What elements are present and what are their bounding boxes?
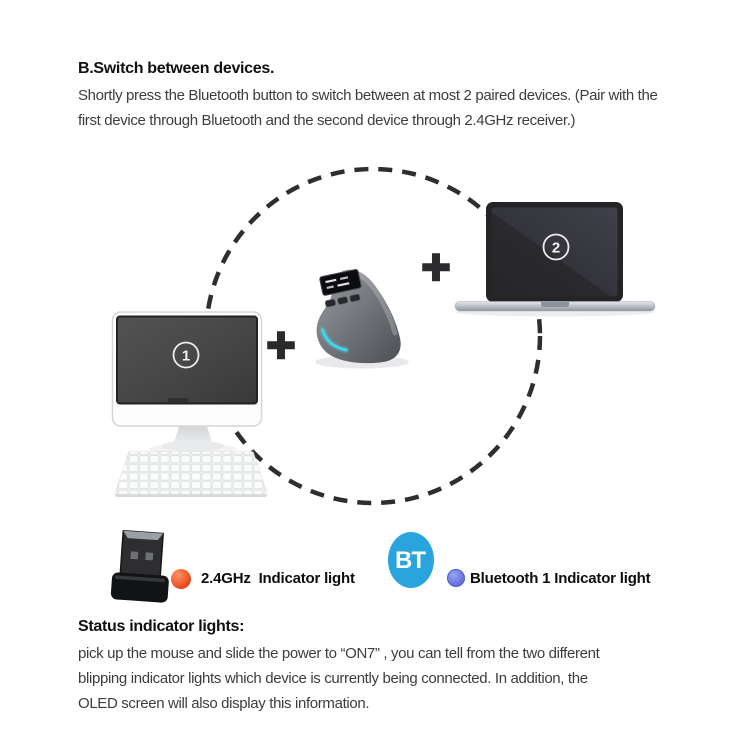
section-status-lights: Status indicator lights: pick up the mou… [78, 618, 698, 716]
oled-text-line [339, 276, 349, 281]
device1-number: 1 [182, 348, 190, 365]
receiver-indicator-dot [171, 569, 191, 589]
imac-screen-notch [168, 398, 188, 403]
oled-text-line [326, 285, 334, 290]
instructions-body: Shortly press the Bluetooth button to sw… [78, 87, 658, 129]
receiver-legend-label: 2.4GHz Indicator light [201, 570, 355, 587]
laptop-screen [491, 207, 618, 297]
device2-number: 2 [552, 240, 560, 257]
bluetooth-badge-text: BT [395, 547, 426, 574]
desktop-computer: 1 [111, 311, 268, 497]
bluetooth-indicator-dot [447, 569, 465, 587]
plus-icon: + [266, 317, 295, 373]
device1-badge: 1 [172, 341, 200, 369]
mouse-oled-screen [319, 269, 362, 296]
oled-text-line [337, 282, 350, 287]
instructions-heading: B.Switch between devices. [78, 60, 275, 77]
plus-icon: + [421, 239, 450, 295]
bluetooth-badge-icon: BT [388, 532, 434, 588]
imac-screen [116, 315, 258, 405]
status-heading: Status indicator lights: [78, 618, 245, 635]
usb-receiver-icon [110, 529, 169, 603]
laptop-computer: 2 [454, 202, 656, 317]
bluetooth-legend-label: Bluetooth 1 Indicator light [470, 570, 651, 587]
mouse-led-arc [321, 328, 348, 352]
laptop-base-notch [541, 302, 569, 307]
oled-text-line [325, 278, 337, 284]
device2-badge: 2 [542, 233, 570, 261]
status-body: pick up the mouse and slide the power to… [78, 645, 600, 712]
pairing-dashed-circle [203, 166, 543, 506]
vertical-mouse [315, 269, 409, 369]
mouse-dpi-buttons [324, 293, 361, 308]
section-switch-instructions: B.Switch between devices. Shortly press … [78, 60, 698, 133]
imac-stand-base [162, 440, 224, 452]
desktop-keyboard [114, 451, 268, 497]
